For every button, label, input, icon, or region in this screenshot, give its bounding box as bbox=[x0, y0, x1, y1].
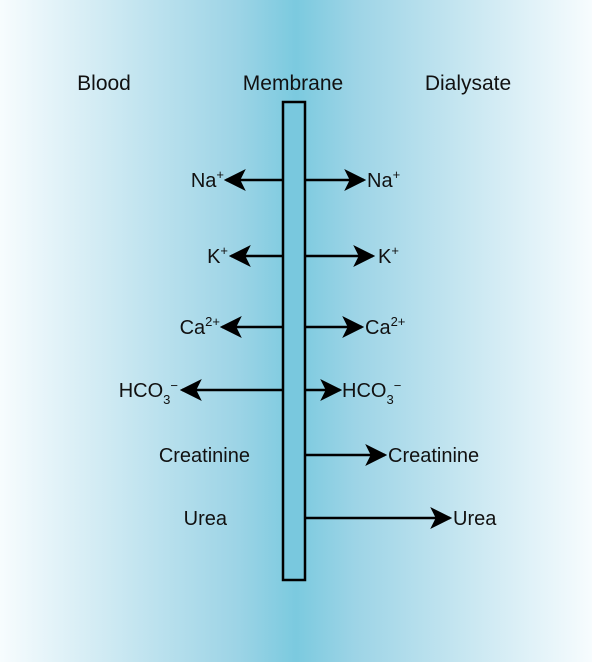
blood-k-label: K+ bbox=[207, 243, 228, 268]
blood-na-label-base: Na bbox=[191, 170, 217, 192]
dialysate-hco-label-subscript: 3 bbox=[386, 392, 393, 407]
blood-k-label-base: K bbox=[207, 246, 221, 268]
dialysate-creatinine-label-base: Creatinine bbox=[388, 445, 479, 467]
blood-k-label-superscript: + bbox=[220, 243, 228, 258]
dialysate-ca-label: Ca2+ bbox=[365, 314, 405, 339]
dialysate-ca-label-superscript: 2+ bbox=[391, 314, 406, 329]
dialysate-header: Dialysate bbox=[425, 72, 511, 95]
blood-ca-label: Ca2+ bbox=[180, 314, 220, 339]
arrows-layer bbox=[179, 169, 453, 529]
blood-hco-label-base: HCO bbox=[119, 380, 163, 402]
dialysate-hco-label-superscript: − bbox=[394, 378, 402, 393]
blood-hco-label: HCO3− bbox=[119, 378, 178, 407]
dialysate-na-label-base: Na bbox=[367, 170, 393, 192]
dialysate-k-label-superscript: + bbox=[391, 243, 399, 258]
blood-ca-label-superscript: 2+ bbox=[205, 314, 220, 329]
blood-urea-label-base: Urea bbox=[184, 508, 228, 530]
blood-na-label-superscript: + bbox=[216, 167, 224, 182]
membrane-header: Membrane bbox=[243, 72, 343, 95]
dialysate-k-label: K+ bbox=[378, 243, 399, 268]
blood-creatinine-label-base: Creatinine bbox=[159, 445, 250, 467]
dialysate-urea-label: Urea bbox=[453, 508, 497, 530]
blood-na-label: Na+ bbox=[191, 167, 224, 192]
blood-urea-label: Urea bbox=[184, 508, 228, 530]
blood-hco-label-superscript: − bbox=[170, 378, 178, 393]
membrane-bar bbox=[281, 100, 307, 582]
blood-hco-label-subscript: 3 bbox=[163, 392, 170, 407]
dialysate-ca-label-base: Ca bbox=[365, 317, 391, 339]
dialysate-k-label-base: K bbox=[378, 246, 392, 268]
blood-creatinine-label: Creatinine bbox=[159, 445, 250, 467]
blood-ca-label-base: Ca bbox=[180, 317, 206, 339]
dialysate-na-label: Na+ bbox=[367, 167, 400, 192]
dialysate-creatinine-label: Creatinine bbox=[388, 445, 479, 467]
dialysate-na-label-superscript: + bbox=[393, 167, 401, 182]
dialysate-hco-label-base: HCO bbox=[342, 380, 386, 402]
blood-header: Blood bbox=[77, 72, 131, 95]
dialysate-hco-label: HCO3− bbox=[342, 378, 401, 407]
dialysate-urea-label-base: Urea bbox=[453, 508, 497, 530]
